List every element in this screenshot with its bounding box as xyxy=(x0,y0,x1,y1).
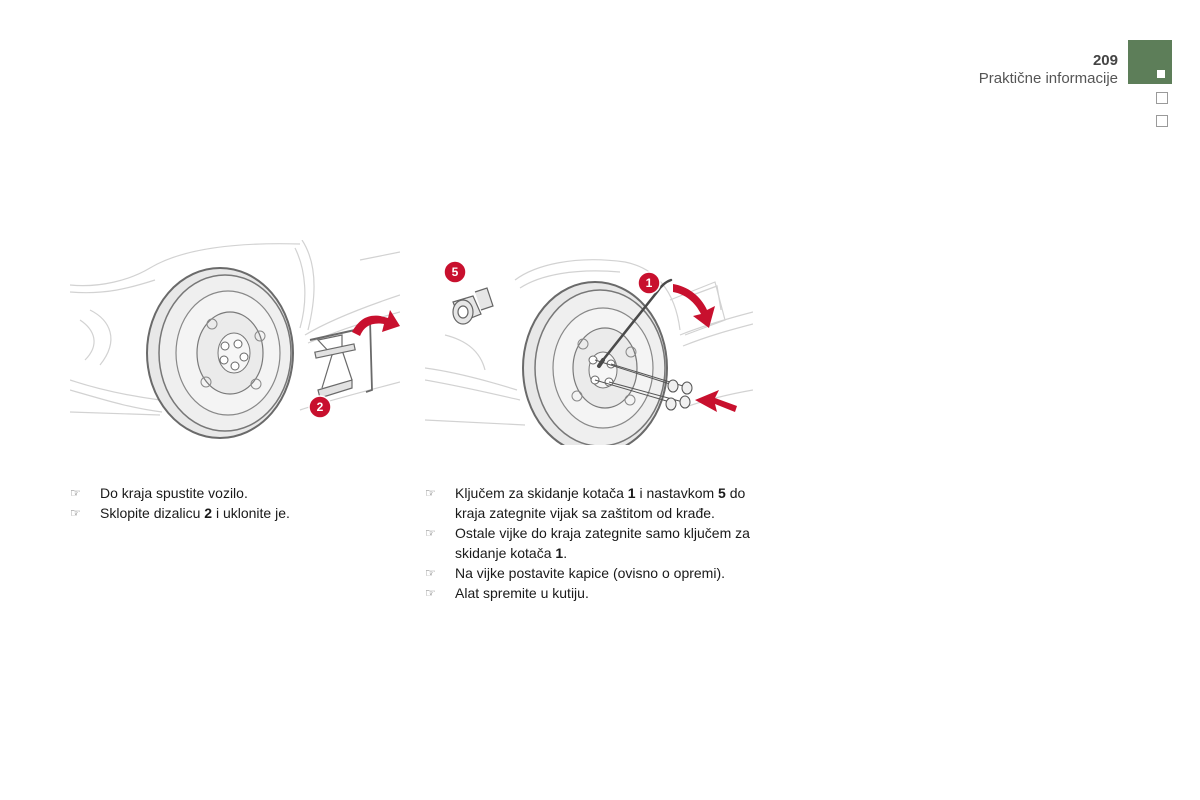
item-text: . xyxy=(563,545,568,561)
push-arrow-icon xyxy=(695,390,737,412)
svg-text:1: 1 xyxy=(646,276,653,290)
jack-icon xyxy=(309,318,373,399)
item-reference: 5 xyxy=(718,485,726,501)
pointing-hand-icon: ☞ xyxy=(70,506,81,520)
pointing-hand-icon: ☞ xyxy=(425,566,436,580)
adapter-socket-icon xyxy=(452,287,494,325)
bolt-tightening-illustration: 5 1 xyxy=(425,259,753,445)
callout-badge-1: 1 xyxy=(637,271,661,295)
item-text: Na vijke postavite kapice (ovisno o opre… xyxy=(455,565,726,581)
item-text: i uklonite je. xyxy=(212,505,290,521)
instruction-item: ☞ Ključem za skidanje kotača 1 i nastavko… xyxy=(425,483,760,523)
page-number: 209 xyxy=(1092,52,1118,69)
spare-wheel-icon xyxy=(146,267,294,439)
active-tab-dot xyxy=(1157,70,1165,78)
pointing-hand-icon: ☞ xyxy=(70,486,81,500)
instruction-item: ☞ Alat spremite u kutiju. xyxy=(425,583,760,603)
instruction-item: ☞ Do kraja spustite vozilo. xyxy=(70,483,380,503)
section-tab-active xyxy=(1128,40,1172,84)
left-instructions: ☞ Do kraja spustite vozilo. ☞ Sklopite diza… xyxy=(70,483,380,523)
item-text: Sklopite dizalicu xyxy=(100,505,205,521)
item-reference: 1 xyxy=(627,485,636,501)
instruction-item: ☞ Ostale vijke do kraja zategnite samo kl… xyxy=(425,523,760,563)
pointing-hand-icon: ☞ xyxy=(425,586,436,600)
svg-text:5: 5 xyxy=(452,265,459,279)
section-title: Praktične informacije xyxy=(978,70,1118,87)
callout-badge-5: 5 xyxy=(443,260,467,284)
callout-badge-2: 2 xyxy=(308,395,332,419)
item-text: i nastavkom xyxy=(635,485,719,501)
item-reference: 2 xyxy=(204,505,213,521)
svg-text:2: 2 xyxy=(317,400,324,414)
item-text: Alat spremite u kutiju. xyxy=(455,585,589,601)
rotate-arrow-icon xyxy=(352,310,400,336)
instruction-item: ☞ Na vijke postavite kapice (ovisno o opr… xyxy=(425,563,760,583)
item-text: do kraja zategnite vijak sa zaštitom od … xyxy=(455,485,746,521)
jack-lowering-illustration: 2 xyxy=(70,240,400,439)
right-instructions: ☞ Ključem za skidanje kotača 1 i nastavko… xyxy=(425,483,760,603)
item-reference: 1 xyxy=(555,545,564,561)
section-tab-box xyxy=(1156,115,1168,127)
item-text: Ostale vijke do kraja zategnite samo klj… xyxy=(455,525,750,561)
wheel-wrench-icon xyxy=(597,278,673,368)
wheel-nuts-icon xyxy=(665,379,693,411)
section-tab-box xyxy=(1156,92,1168,104)
rotate-arrow-icon xyxy=(673,284,715,328)
instruction-item: ☞ Sklopite dizalicu 2 i uklonite je. xyxy=(70,503,380,523)
item-text: Ključem za skidanje kotača xyxy=(455,485,628,501)
page-header: 209 Praktične informacije xyxy=(979,52,1118,88)
pointing-hand-icon: ☞ xyxy=(425,526,436,540)
pointing-hand-icon: ☞ xyxy=(425,486,436,500)
item-text: Do kraja spustite vozilo. xyxy=(100,485,248,501)
